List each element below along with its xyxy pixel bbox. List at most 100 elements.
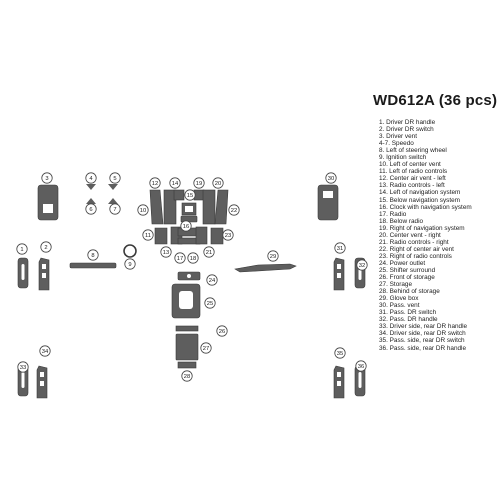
callout-13: 13	[160, 246, 172, 258]
legend-item: 36. Pass. side, rear DR handle	[379, 344, 467, 352]
part-cutout	[337, 273, 341, 278]
callout-circle	[181, 370, 193, 382]
callout-circle	[124, 258, 136, 270]
speedo-piece	[86, 198, 96, 204]
callout-number: 29	[270, 254, 276, 260]
legend-item: 1. Driver DR handle	[379, 119, 436, 126]
callout-circle	[87, 249, 99, 261]
legend-item: 35. Pass. side, rear DR switch	[379, 337, 465, 345]
callout-circle	[222, 229, 234, 241]
callout-circle	[204, 297, 216, 309]
callout-number: 34	[42, 349, 49, 355]
callout-16: 16	[180, 220, 192, 232]
callout-6: 6	[85, 203, 97, 215]
legend-item: 10. Left of center vent	[379, 161, 441, 169]
legend-item: 18. Below radio	[379, 217, 424, 225]
legend-item: 4-7. Speedo	[379, 140, 414, 148]
legend-item: 25. Shifter surround	[379, 266, 436, 274]
callout-number: 21	[206, 250, 212, 256]
legend-item: 13. Radio controls - left	[379, 182, 445, 190]
legend-item: 16. Clock with navigation system	[379, 203, 472, 211]
callout-18: 18	[187, 252, 199, 264]
legend-item: 2. Driver DR switch	[379, 126, 434, 134]
callout-circle	[187, 252, 199, 264]
part-cutout	[337, 264, 341, 269]
callout-circle	[212, 177, 224, 189]
kit-title: WD612A (36 pcs)	[373, 92, 498, 109]
callout-number: 9	[128, 262, 131, 268]
callout-circle	[41, 172, 53, 184]
callout-circle	[193, 177, 205, 189]
callout-circle	[334, 347, 346, 359]
callout-circle	[137, 204, 149, 216]
callout-circle	[109, 172, 121, 184]
trim-part	[214, 189, 229, 225]
legend-item: 30. Pass. vent	[379, 302, 420, 310]
callout-circle	[85, 172, 97, 184]
trim-part	[175, 333, 199, 361]
trim-part	[154, 227, 168, 245]
trim-part	[234, 263, 297, 273]
legend-item: 12. Center air vent - left	[379, 175, 446, 183]
callout-circle	[109, 203, 121, 215]
trim-part	[195, 226, 208, 245]
callout-circle	[200, 342, 212, 354]
trim-part	[37, 184, 59, 221]
callout-number: 22	[231, 208, 237, 214]
callout-36: 36	[355, 360, 367, 372]
callout-5: 5	[109, 172, 121, 184]
trim-part	[202, 189, 216, 225]
callout-14: 14	[169, 177, 181, 189]
legend-item: 31. Pass. DR switch	[379, 309, 437, 317]
part-cutout	[43, 204, 53, 213]
legend-item: 26. Front of storage	[379, 274, 435, 282]
legend-item: 28. Behind of storage	[379, 288, 440, 296]
callout-12: 12	[149, 177, 161, 189]
legend-item: 3. Driver vent	[379, 133, 418, 141]
callout-number: 17	[177, 256, 183, 262]
callout-number: 6	[89, 207, 92, 213]
callout-25: 25	[204, 297, 216, 309]
legend-item: 14. Left of navigation system	[379, 189, 461, 197]
callout-32: 32	[356, 259, 368, 271]
callout-circle	[334, 242, 346, 254]
callout-number: 12	[152, 181, 158, 187]
callout-number: 4	[89, 176, 93, 182]
callout-number: 35	[337, 351, 343, 357]
callout-23: 23	[222, 229, 234, 241]
callout-number: 3	[45, 176, 48, 182]
legend-item: 32. Pass. DR handle	[379, 316, 438, 324]
callout-8: 8	[87, 249, 99, 261]
callout-number: 36	[358, 364, 364, 370]
callout-circle	[355, 360, 367, 372]
legend-item: 29. Glove box	[379, 295, 419, 303]
callout-circle	[356, 259, 368, 271]
callout-number: 19	[196, 181, 202, 187]
callout-30: 30	[325, 172, 337, 184]
trim-part	[173, 189, 185, 201]
callout-20: 20	[212, 177, 224, 189]
callout-3: 3	[41, 172, 53, 184]
callout-number: 30	[328, 176, 334, 182]
trim-part	[163, 189, 177, 225]
speedo-piece	[86, 184, 96, 190]
legend-item: 15. Below navigation system	[379, 196, 460, 204]
callout-number: 33	[20, 365, 26, 371]
part-cutout	[323, 191, 333, 198]
part-cutout	[179, 291, 193, 309]
trim-part	[317, 184, 339, 221]
callout-number: 10	[140, 208, 146, 214]
callout-19: 19	[193, 177, 205, 189]
trim-part	[177, 361, 197, 369]
callout-circle	[169, 177, 181, 189]
speedo-piece	[108, 198, 118, 204]
callout-27: 27	[200, 342, 212, 354]
legend-item: 33. Driver side, rear DR handle	[379, 323, 468, 331]
callout-17: 17	[174, 252, 186, 264]
callout-34: 34	[39, 345, 51, 357]
callout-circle	[39, 345, 51, 357]
callout-circle	[174, 252, 186, 264]
part-cutout	[358, 372, 362, 388]
part-cutout	[40, 381, 44, 386]
callout-4: 4	[85, 172, 97, 184]
